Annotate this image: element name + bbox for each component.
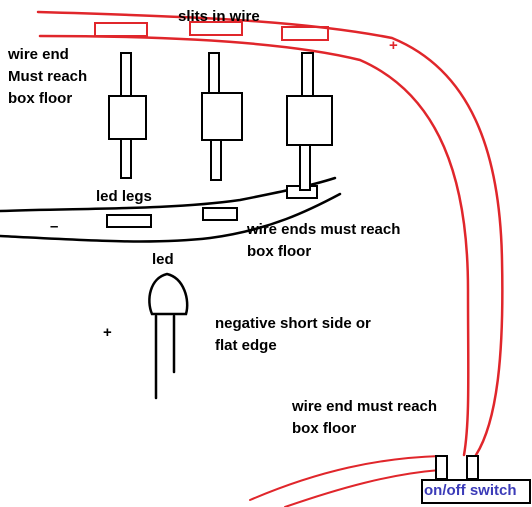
led-component-2 [201,52,243,181]
neg-slit-2 [202,207,238,221]
positive-wire-symbol: + [389,37,398,54]
slit-1 [94,22,148,37]
switch-terminal-right [466,455,479,480]
switch-wire [249,455,441,507]
led-legs-label: led legs [96,188,152,205]
switch-wire-label-line1: wire end must reach [292,398,438,415]
led-component-3 [286,52,333,191]
negative-label-line1: negative short side or [215,315,371,332]
positive-wire [36,10,504,457]
negative-label-line2: flat edge [215,337,277,354]
neg-slit-1 [106,214,152,228]
switch-label: on/off switch [424,482,517,499]
switch-terminals [435,455,479,480]
wire-ends-label-line1: wire ends must reach [247,221,401,238]
led-positive-symbol: + [103,324,112,341]
led-component-1 [108,52,147,179]
slit-3 [281,26,329,41]
led-components [108,52,333,191]
switch-wire-label-line2: box floor [292,420,357,437]
wire-ends-label-line2: box floor [247,243,312,260]
wire-end-label-line2: Must reach [8,68,88,85]
led-symbol [148,272,189,400]
wire-slits [94,21,329,41]
wire-end-label-line3: box floor [8,90,73,107]
switch-box [421,479,531,504]
negative-wire-symbol: – [50,218,59,235]
slits-label: slits in wire [178,8,260,25]
wire-end-label-line1: wire end [8,46,69,63]
slit-2 [189,21,243,36]
switch-terminal-left [435,455,448,480]
led-label: led [152,251,174,268]
